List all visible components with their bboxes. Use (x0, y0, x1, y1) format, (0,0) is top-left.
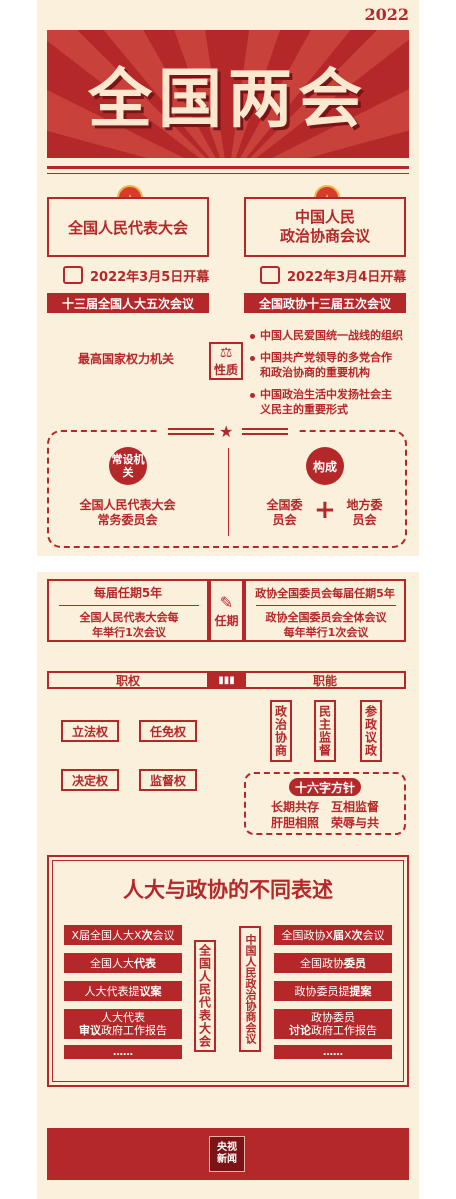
cppcc-nature-item: 中国共产党领导的多党合作和政治协商的重要机构 (260, 351, 392, 379)
function-item: 参政议政 (360, 700, 382, 762)
cppcc-expression: 政协委员 讨论政府工作报告 (274, 1009, 392, 1039)
cppcc-meeting: 政协全国委员会全体会议每年举行1次会议 (265, 611, 387, 639)
npc-term-box: 每届任期5年 全国人民代表大会每年举行1次会议 (47, 579, 209, 642)
cctv-news-logo: 央视 新闻 (209, 1136, 245, 1172)
calendar-icon (260, 266, 280, 284)
differences-title: 人大与政协的不同表述 (123, 878, 333, 902)
composition-frame (47, 430, 407, 548)
npc-expression: …… (64, 1045, 182, 1059)
term-box: ✎ 任期 (209, 579, 244, 642)
cppcc-term-box: 政协全国委员会每届任期5年 政协全国委员会全体会议每年举行1次会议 (244, 579, 406, 642)
power-item: 决定权 (61, 769, 119, 791)
npc-nature: 最高国家权力机关 (78, 352, 175, 366)
cppcc-vertical-label: 中国人民政治协商会议 (239, 926, 261, 1052)
functions-header: 职能 (244, 671, 406, 689)
cppcc-name-line1: 中国人民 (294, 208, 355, 226)
standing-body: 全国人民代表大会常务委员会 (79, 498, 176, 527)
term-label: 任期 (214, 613, 239, 628)
hero-banner: 全国两会 (47, 30, 409, 158)
power-item: 任免权 (139, 720, 197, 742)
npc-session: 十三届全国人大五次会议 (47, 293, 209, 313)
logo-line2: 新闻 (217, 1154, 237, 1165)
npc-vertical-label: 全国人民代表大会 (194, 940, 216, 1052)
sixteen-title: 十六字方针 (289, 778, 361, 796)
gavel-icon: ⚖ (219, 344, 233, 361)
logo-line1: 央视 (217, 1142, 237, 1153)
function-item: 民主监督 (314, 700, 336, 762)
calendar-icon (63, 266, 83, 284)
composition-badge: 构成 (306, 447, 344, 485)
npc-date: 2022年3月5日开幕 (90, 270, 210, 285)
sixteen-row1: 长期共存 互相监督 (270, 800, 379, 814)
power-item: 立法权 (61, 720, 119, 742)
npc-term: 每届任期5年 (93, 586, 163, 600)
year-label: 2022 (364, 5, 409, 24)
npc-expression: 人大代表提议案 (64, 981, 182, 1001)
sixteen-frame (244, 772, 406, 835)
npc-name: 全国人民代表大会 (47, 197, 209, 257)
powers-header: 职权 (47, 671, 209, 689)
composition-national: 全国委员会 (266, 498, 303, 527)
standing-body-badge: 常设机关 (109, 447, 147, 485)
nature-box: ⚖ 性质 (209, 342, 243, 380)
cppcc-term: 政协全国委员会每届任期5年 (255, 587, 395, 600)
plus-icon: + (314, 495, 336, 525)
sixteen-row2: 肝胆相照 荣辱与共 (270, 816, 379, 830)
cppcc-expression: …… (274, 1045, 392, 1059)
function-item: 政治协商 (270, 700, 292, 762)
hero-title: 全国两会 (88, 62, 368, 137)
npc-meeting: 全国人民代表大会每年举行1次会议 (79, 611, 179, 639)
composition-local: 地方委员会 (346, 498, 383, 527)
document-icon: ✎ (219, 592, 234, 612)
cppcc-date: 2022年3月4日开幕 (287, 270, 407, 285)
cppcc-name-line2: 政治协商会议 (279, 227, 370, 245)
divider (47, 173, 409, 174)
sunburst-rays (47, 30, 409, 158)
npc-expression: 人大代表 审议政府工作报告 (64, 1009, 182, 1039)
nature-label: 性质 (213, 362, 238, 377)
star-icon: ★ (219, 422, 234, 441)
cppcc-nature-item: 中国人民爱国统一战线的组织 (260, 329, 403, 342)
cppcc-expression: 全国政协委员 (274, 953, 392, 973)
differences-frame (47, 855, 409, 1087)
npc-expression: 全国人大代表 (64, 953, 182, 973)
power-item: 监督权 (139, 769, 197, 791)
cppcc-nature-item: 中国政治生活中发扬社会主义民主的重要形式 (260, 388, 392, 416)
cppcc-name: 中国人民 政治协商会议 (244, 197, 406, 257)
cppcc-expression: 政协委员提提案 (274, 981, 392, 1001)
books-icon: ▮▮▮ (209, 671, 244, 689)
cppcc-session: 全国政协十三届五次会议 (244, 293, 406, 313)
divider (47, 166, 409, 169)
